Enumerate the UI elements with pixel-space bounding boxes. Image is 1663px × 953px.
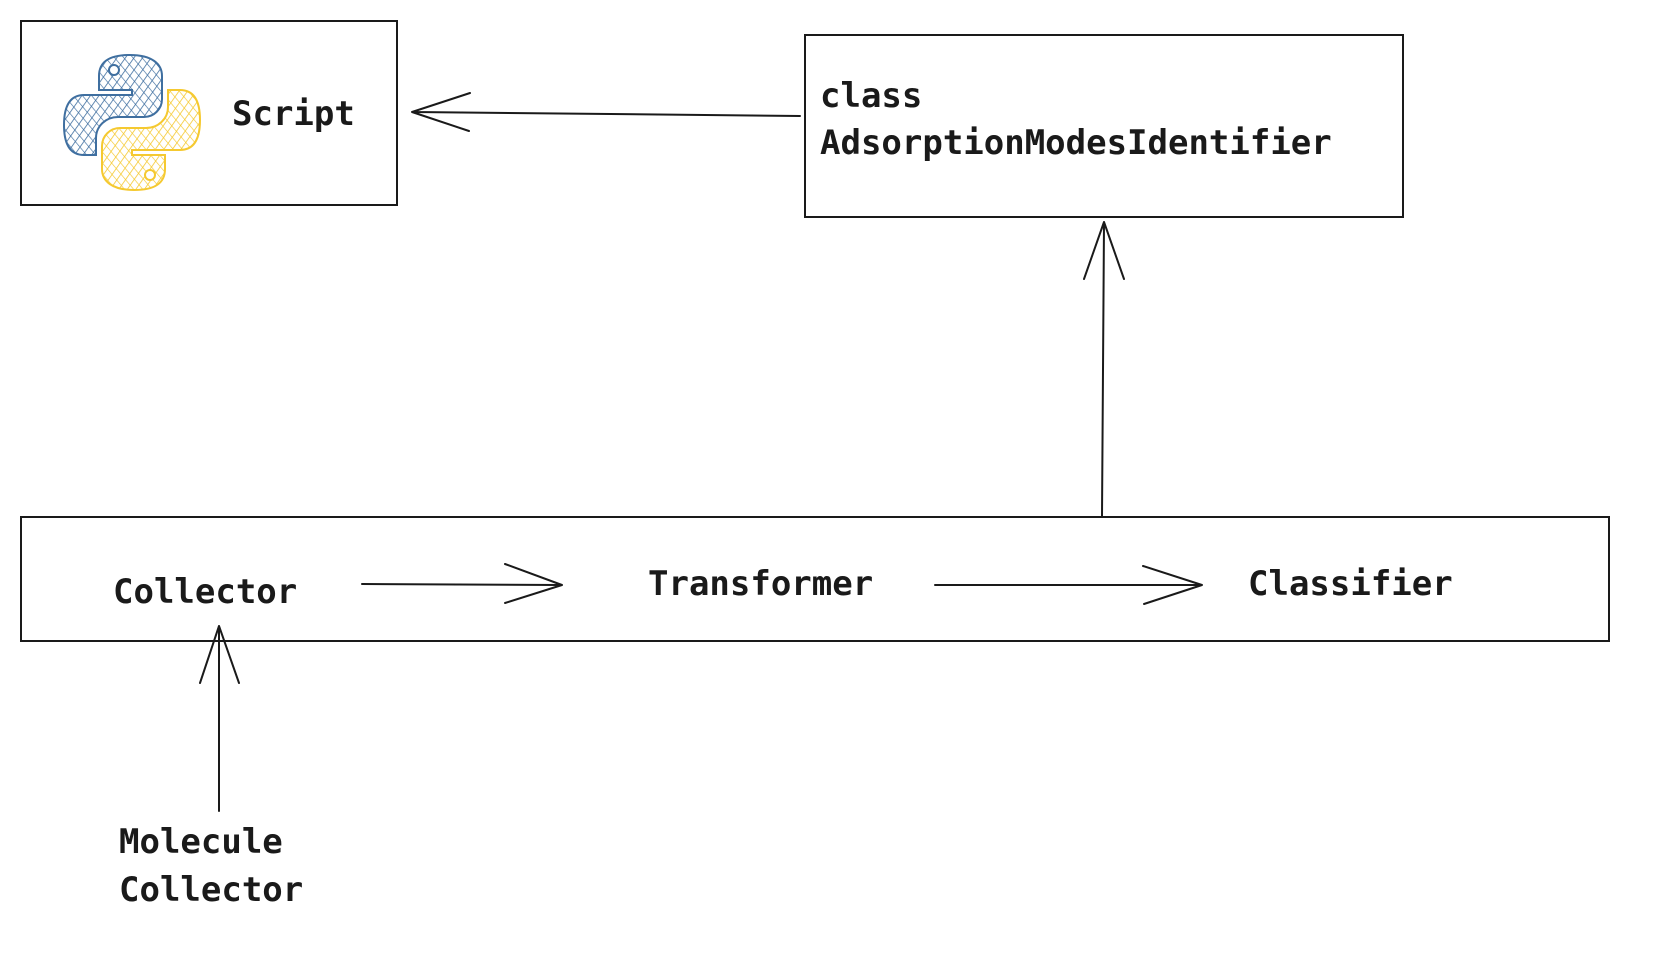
class-keyword-label: class	[820, 76, 923, 116]
arrow-pipeline-to-class	[1083, 221, 1125, 517]
arrow-class-to-script	[411, 92, 801, 132]
molecule-collector-line1: Molecule	[119, 822, 283, 862]
pipeline-box	[20, 516, 1610, 642]
python-logo-icon	[62, 53, 202, 192]
collector-label: Collector	[113, 572, 298, 612]
classifier-label: Classifier	[1248, 564, 1453, 604]
arrow-molecule-to-collector	[199, 625, 240, 812]
transformer-label: Transformer	[648, 564, 874, 604]
class-name-label: AdsorptionModesIdentifier	[820, 123, 1332, 163]
script-label: Script	[232, 94, 355, 134]
class-box	[804, 34, 1404, 218]
molecule-collector-line2: Collector	[119, 870, 304, 910]
